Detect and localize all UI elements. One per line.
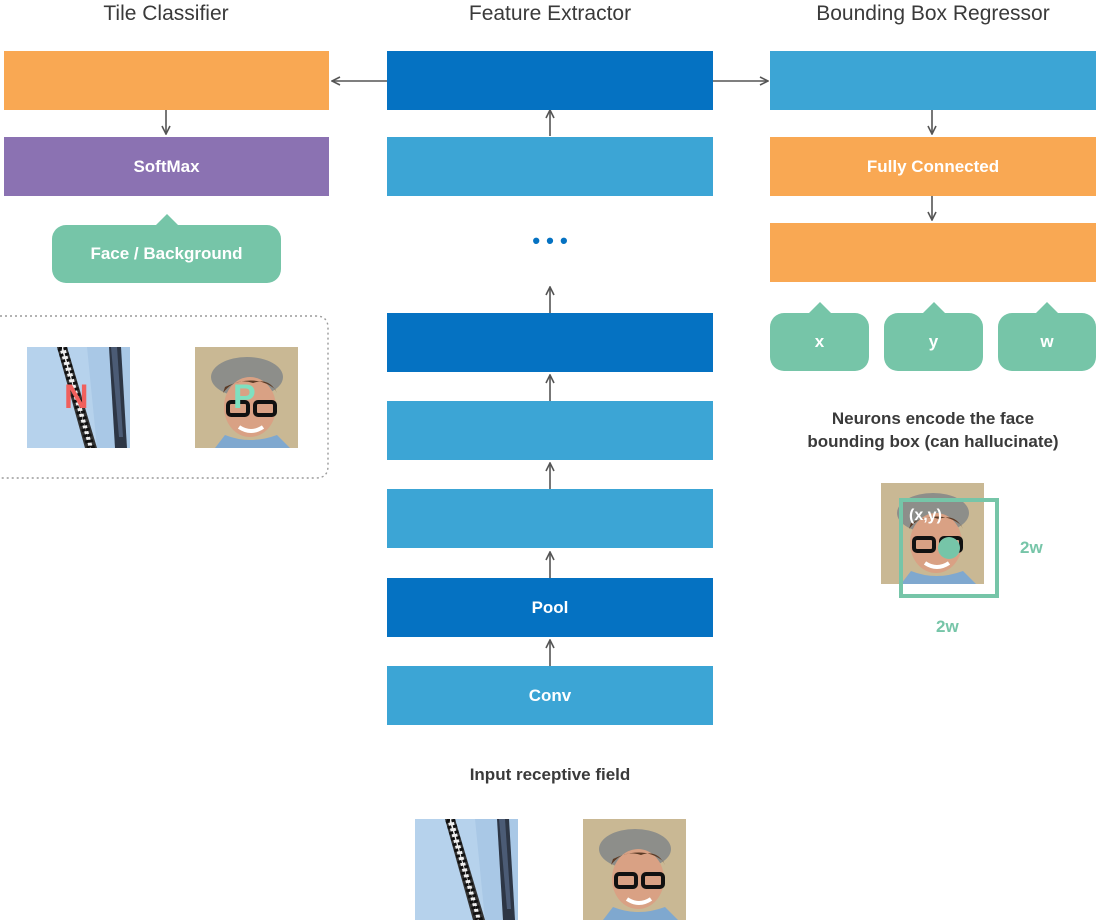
regressor-caption: Neurons encode the face bounding box (ca… — [770, 407, 1096, 453]
pool-layer: Pool — [387, 578, 713, 637]
bbox-center-label: (x,y) — [909, 507, 942, 524]
face-image — [583, 819, 686, 920]
output-w: w — [998, 302, 1096, 371]
bbox-width-label: 2w — [936, 617, 959, 636]
face-image — [195, 347, 298, 448]
feature-layer-mid-light — [387, 401, 713, 460]
bbox-height-label: 2w — [1020, 538, 1043, 557]
negative-letter: N — [64, 378, 89, 416]
input-receptive-field-caption: Input receptive field — [469, 765, 631, 784]
feature-layer-upper — [387, 137, 713, 196]
bounding-box-frame — [899, 498, 999, 598]
ellipsis: • • • — [532, 228, 568, 253]
conv-layer: Conv — [387, 666, 713, 725]
shirt-image — [27, 347, 130, 448]
shirt-image — [415, 819, 518, 920]
negative-sample-tile: N — [27, 347, 130, 448]
bbox-center-dot — [938, 537, 960, 559]
title-bounding-box-regressor: Bounding Box Regressor — [816, 2, 1050, 25]
fully-connected-layer: Fully Connected — [770, 137, 1096, 196]
regressor-output-layer — [770, 223, 1096, 282]
regressor-input-layer — [770, 51, 1096, 110]
title-feature-extractor: Feature Extractor — [468, 2, 632, 25]
feature-layer-top — [387, 51, 713, 110]
feature-layer-mid-dark — [387, 313, 713, 372]
input-tile-shirt — [415, 819, 518, 920]
title-tile-classifier: Tile Classifier — [103, 2, 229, 25]
face-background-output: Face / Background — [52, 214, 281, 283]
classifier-dense-layer — [4, 51, 329, 110]
input-tile-face — [583, 819, 686, 920]
tile-samples-frame — [0, 315, 329, 479]
positive-sample-tile: P — [195, 347, 298, 448]
positive-letter: P — [233, 378, 256, 416]
regressor-caption-line1: Neurons encode the face — [831, 409, 1035, 428]
output-y: y — [884, 302, 983, 371]
feature-layer-lower — [387, 489, 713, 548]
output-x: x — [770, 302, 869, 371]
regressor-caption-line2: bounding box (can hallucinate) — [807, 432, 1059, 451]
softmax-layer: SoftMax — [4, 137, 329, 196]
